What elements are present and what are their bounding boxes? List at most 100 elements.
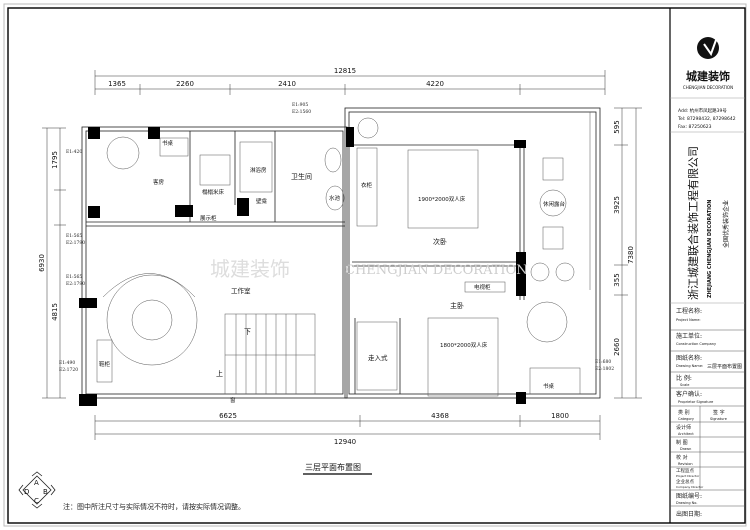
compass-symbol: A B C D (18, 471, 56, 509)
compass-a: A (34, 479, 39, 487)
sign-row-revision-cn: 校 对 (676, 454, 688, 461)
field-drawing-no-cn: 图纸编号: (676, 492, 702, 500)
field-drawing-no-en: Drawing No. (676, 501, 697, 505)
sign-row-project-director-en: Project Director (676, 474, 700, 478)
compass-b: B (43, 488, 48, 496)
furniture (96, 117, 581, 397)
label-sink: 水池 (329, 194, 341, 202)
dim-top-total: 12815 (334, 67, 356, 75)
dim-top-4: 4220 (426, 80, 444, 88)
sign-header-signature-en: Signature (710, 417, 727, 421)
logo-cn: 城建装饰 (686, 69, 730, 83)
label-terrace: 休闲露台 (543, 200, 566, 208)
elev-left-top: E1:420 (66, 149, 82, 155)
sheet-border (7, 7, 746, 524)
label-bathroom: 卫生间 (291, 172, 312, 181)
sign-row-architect-cn: 设计师 (676, 424, 691, 431)
structural-columns (79, 127, 526, 406)
sign-row-project-director-cn: 工程监点 (676, 467, 694, 474)
field-drawing-name-en: Drawing Name: (676, 364, 703, 368)
title-block-fields: 工程名称: Project Name: 施工单位: Construction C… (670, 307, 745, 518)
elev-top-e2: E2:1560 (292, 109, 311, 115)
elev-left-b-e1: E1:565 (66, 274, 82, 280)
dim-right-3: 355 (613, 273, 621, 286)
elev-left-b-e2: E2:1790 (66, 281, 85, 287)
label-shoe-cabinet: 鞋柜 (99, 360, 111, 368)
label-display-cabinet: 展示柜 (200, 214, 217, 222)
label-stairs-up: 上 (216, 369, 223, 378)
dim-bottom-3: 1800 (551, 412, 569, 420)
elev-left-c-e2: E2:1720 (59, 367, 78, 373)
field-scale-en: Scale (680, 383, 689, 387)
label-desk-1: 书桌 (162, 139, 174, 147)
label-niche: 壁龛 (256, 197, 268, 205)
elev-top-e1: E1:905 (292, 102, 308, 108)
field-client-en: Proprietor Signature (678, 400, 713, 404)
label-master-bedroom: 主卧 (450, 301, 464, 310)
sign-row-drawn-en: Drawn (680, 447, 691, 451)
company-address: Add: 杭州市凤起路39号 (678, 107, 727, 114)
label-stairs-down: 下 (244, 328, 251, 336)
company-slogan: 全国优秀装饰企业 (722, 200, 730, 248)
sheet-outer-border (3, 3, 747, 527)
field-drawing-name-cn: 图纸名称: (676, 354, 702, 362)
sign-row-company-director-en: Company Director (676, 485, 704, 489)
dim-right-1: 595 (613, 120, 621, 133)
label-desk-2: 书桌 (543, 382, 555, 390)
label-second-bedroom: 次卧 (433, 237, 447, 246)
label-guest-room: 客房 (153, 178, 165, 186)
dim-right-4: 2660 (613, 338, 621, 356)
field-construction-en: Construction Company (676, 342, 716, 346)
dim-right-total: 7380 (627, 246, 635, 264)
field-date-cn: 出图日期: (676, 510, 702, 518)
sign-row-company-director-cn: 企业总点 (676, 478, 694, 485)
label-window: 窗 (230, 396, 236, 404)
label-tv-cabinet: 电视柜 (474, 283, 491, 291)
watermark-en: CHENGJIAN DECORATION (345, 263, 528, 278)
field-construction-cn: 施工单位: (676, 332, 702, 340)
field-project-name-cn: 工程名称: (676, 307, 702, 315)
company-name-cn: 浙江城建联合装饰工程有限公司 (686, 146, 700, 300)
field-client-cn: 客户确认: (676, 390, 702, 398)
label-wardrobe: 衣柜 (361, 181, 373, 189)
sign-row-drawn-cn: 制 图 (676, 439, 688, 446)
watermark-cn: 城建装饰 (210, 257, 290, 281)
label-bed-2: 1900*2000双人床 (418, 195, 466, 203)
compass-d: D (24, 488, 29, 496)
elev-right-e2: E2:1802 (595, 366, 614, 372)
dim-left-2: 4815 (51, 303, 59, 321)
elev-right-e1: E1:680 (595, 359, 611, 365)
sign-header-category-cn: 类 别 (678, 409, 690, 416)
dim-right-2: 3925 (613, 196, 621, 214)
dim-top-2: 2260 (176, 80, 194, 88)
sign-row-revision-en: Revision (678, 462, 693, 466)
field-scale-cn: 比 例: (676, 374, 692, 382)
sign-header-category-en: Category (678, 417, 694, 421)
dimension-lines (42, 70, 642, 440)
company-name-en: ZHEJIANG CHENGJIAN DECORATION (707, 200, 713, 298)
elev-left-a-e1: E1:565 (66, 233, 82, 239)
elev-left-c-e1: E1:490 (59, 360, 75, 366)
dim-top-3: 2410 (278, 80, 296, 88)
dim-left-1: 1795 (51, 151, 59, 169)
dim-bottom-2: 4368 (431, 412, 449, 420)
logo-en: CHENGJIAN DECORATION (683, 85, 733, 90)
dim-bottom-1: 6625 (219, 412, 237, 420)
dim-left-total: 6930 (38, 254, 46, 272)
company-tel: Tel: 87298432, 87298642 (677, 116, 736, 122)
label-studio: 工作室 (231, 286, 251, 295)
drawing-title: 三层平面布置图 (305, 462, 361, 472)
field-drawing-name-value: 三层平面布置图 (707, 363, 742, 370)
dim-bottom-total: 12940 (334, 438, 356, 446)
field-project-name-en: Project Name: (676, 318, 701, 322)
label-bed-1: 1800*2000双人床 (440, 341, 488, 349)
company-fax: Fax: 87250623 (678, 124, 712, 130)
sign-header-signature-cn: 签 字 (713, 409, 725, 416)
sign-row-architect-en: Architect (678, 432, 694, 436)
label-tatami: 榻榻米床 (202, 188, 225, 196)
compass-c: C (34, 497, 39, 505)
drawing-note: 注：图中所注尺寸与实际情况不符时，请按实际情况调整。 (63, 502, 245, 511)
dim-top-1: 1365 (108, 80, 126, 88)
title-block: 城建装饰 CHENGJIAN DECORATION Add: 杭州市凤起路39号… (669, 8, 745, 523)
